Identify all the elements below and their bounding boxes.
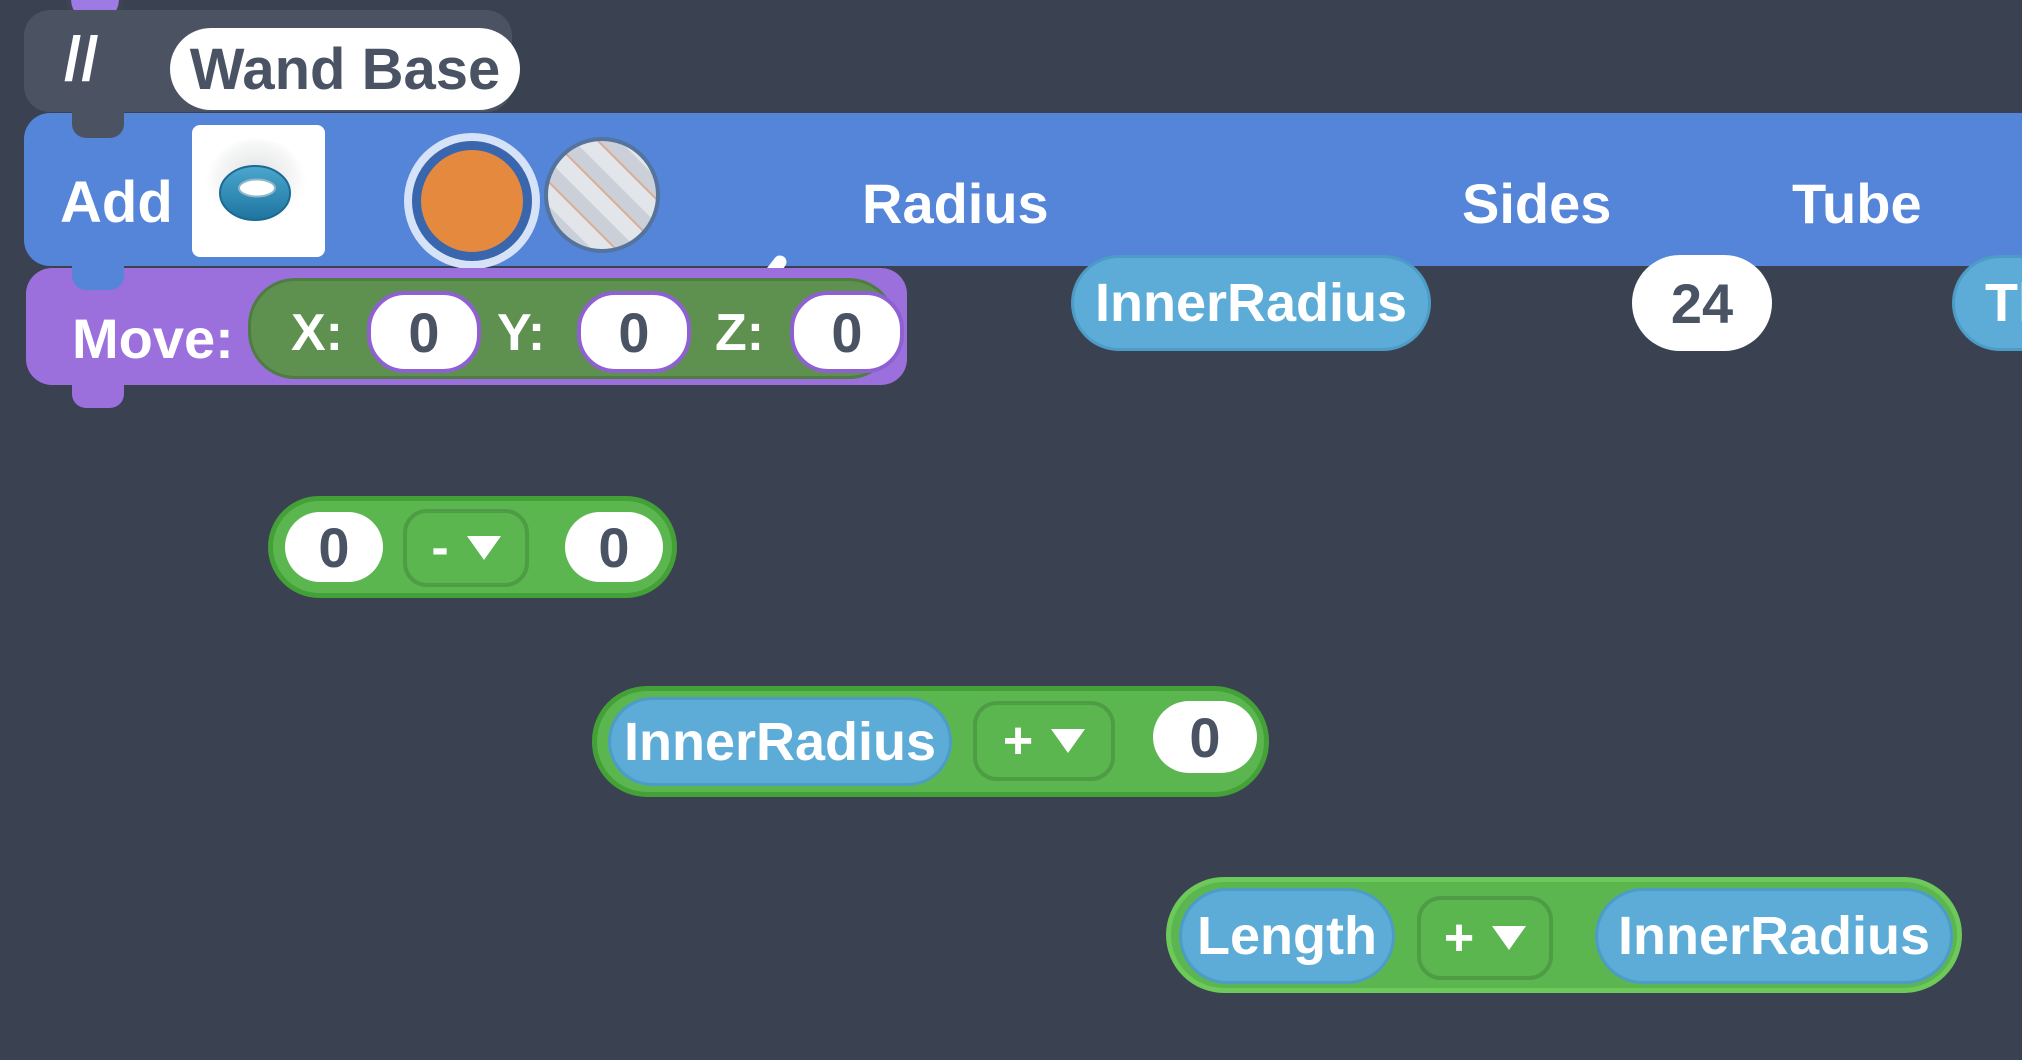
right-operand-value: 0 xyxy=(598,515,630,579)
right-operand-value: 0 xyxy=(1189,705,1221,769)
z-label: Z: xyxy=(715,304,765,362)
right-variable-pill[interactable]: InnerRadius xyxy=(1595,888,1953,984)
radius-variable-value: InnerRadius xyxy=(1094,273,1408,333)
add-operator-block[interactable]: InnerRadius + 0 xyxy=(592,686,1269,797)
tube-variable-value: Thi xyxy=(1985,273,2022,333)
x-label: X: xyxy=(291,304,343,362)
move-xyz-group[interactable]: X: 0 Y: 0 Z: 0 xyxy=(248,278,904,379)
material-swatch-button[interactable] xyxy=(544,137,660,253)
sides-number-field[interactable]: 24 xyxy=(1632,255,1772,351)
operator-dropdown[interactable]: + xyxy=(973,701,1115,781)
dropdown-arrow-icon xyxy=(466,536,501,560)
dropdown-arrow-icon xyxy=(1051,729,1086,753)
left-operand-field[interactable]: 0 xyxy=(285,512,383,582)
add-operator-block-selected[interactable]: Length + InnerRadius xyxy=(1166,877,1962,993)
left-operand-value: 0 xyxy=(318,515,350,579)
operator-dropdown[interactable]: + xyxy=(1417,896,1553,980)
operator-symbol: + xyxy=(1002,712,1034,770)
param-label-tube: Tube xyxy=(1792,172,1922,235)
left-variable-value: Length xyxy=(1197,906,1377,966)
comment-title: Wand Base xyxy=(189,36,501,102)
left-variable-pill[interactable]: Length xyxy=(1179,888,1395,984)
comment-text-field[interactable]: Wand Base xyxy=(170,28,520,110)
tube-variable-pill[interactable]: Thi xyxy=(1952,255,2022,351)
x-value: 0 xyxy=(408,300,440,364)
sides-number-value: 24 xyxy=(1670,271,1734,335)
y-input-field[interactable]: 0 xyxy=(577,291,691,373)
comment-block[interactable]: // Wand Base xyxy=(24,10,520,112)
add-shape-block[interactable]: Add xyxy=(24,113,2022,351)
add-block-connector-tab xyxy=(72,264,124,290)
move-block[interactable]: Move: X: 0 Y: 0 Z: 0 xyxy=(26,268,907,385)
z-value: 0 xyxy=(831,300,863,364)
add-block-label: Add xyxy=(60,170,173,235)
operator-symbol: + xyxy=(1443,909,1475,967)
operator-dropdown[interactable]: - xyxy=(403,509,529,587)
comment-marker: // xyxy=(64,25,99,94)
right-operand-field[interactable]: 0 xyxy=(1153,701,1257,773)
shape-picker-button[interactable] xyxy=(192,125,325,257)
left-variable-value: InnerRadius xyxy=(623,711,937,772)
param-label-sides: Sides xyxy=(1462,172,1612,235)
right-variable-value: InnerRadius xyxy=(1617,906,1931,966)
right-operand-field[interactable]: 0 xyxy=(565,512,663,582)
y-label: Y: xyxy=(497,304,546,362)
param-label-radius: Radius xyxy=(862,172,1049,235)
z-input-field[interactable]: 0 xyxy=(790,291,904,373)
color-swatch-button[interactable] xyxy=(412,141,532,261)
x-input-field[interactable]: 0 xyxy=(367,291,481,373)
move-block-connector-tab xyxy=(72,383,124,408)
torus-shape-icon xyxy=(206,139,306,227)
move-block-label: Move: xyxy=(72,307,234,370)
subtract-operator-block[interactable]: 0 - 0 xyxy=(268,496,677,598)
y-value: 0 xyxy=(618,300,650,364)
comment-connector-tab xyxy=(72,110,124,138)
dropdown-arrow-icon xyxy=(1492,926,1527,950)
radius-variable-pill[interactable]: InnerRadius xyxy=(1071,255,1431,351)
operator-symbol: - xyxy=(431,519,449,577)
left-variable-pill[interactable]: InnerRadius xyxy=(608,697,952,786)
